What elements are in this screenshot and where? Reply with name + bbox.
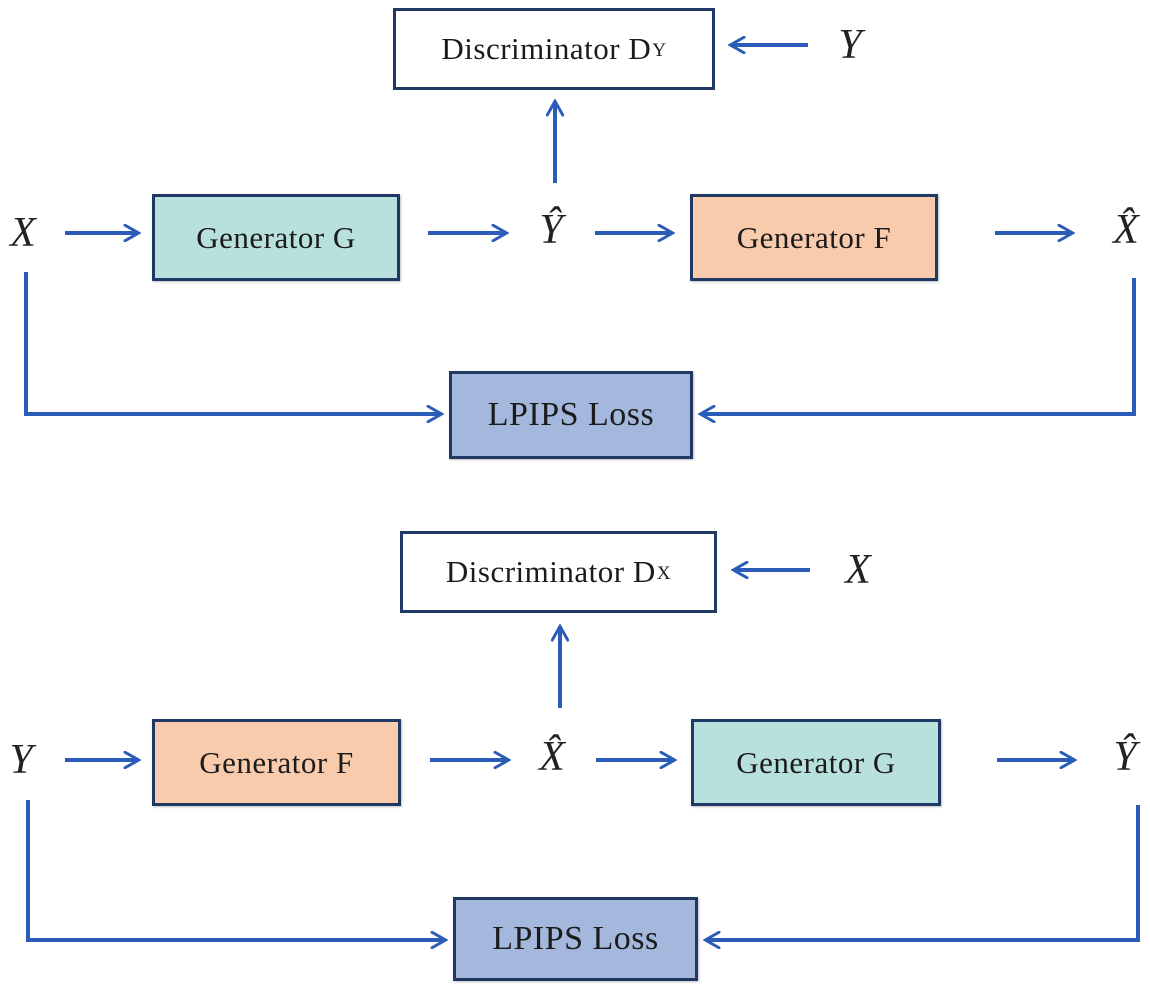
generator-f-box-top: Generator F <box>690 194 938 281</box>
lpips-loss-box-bottom: LPIPS Loss <box>453 897 698 981</box>
generator-g-box-bottom: Generator G <box>691 719 941 806</box>
discriminator-dy-label: Discriminator D <box>441 31 652 66</box>
arrow-yhat-to-lpips-bottom <box>706 805 1140 940</box>
discriminator-dx-label: Discriminator D <box>445 554 656 589</box>
xhat-label-bottom: X̂ <box>539 734 565 780</box>
arrow-xhat-to-lpips-top <box>701 278 1136 414</box>
yhat-label-bottom: Ŷ <box>1113 734 1137 780</box>
arrow-y-to-lpips-bottom <box>26 800 445 940</box>
yhat-label-top: Ŷ <box>539 207 563 253</box>
real-x-label: X <box>845 547 871 593</box>
arrow-x-to-lpips-top <box>24 272 441 414</box>
generator-g-box-top: Generator G <box>152 194 400 281</box>
source-x-label: X <box>10 210 36 256</box>
real-y-label: Y <box>838 22 862 68</box>
xhat-label-top: X̂ <box>1113 207 1139 253</box>
source-y-label: Y <box>9 737 33 783</box>
lpips-loss-box-top: LPIPS Loss <box>449 371 693 459</box>
generator-f-box-bottom: Generator F <box>152 719 401 806</box>
